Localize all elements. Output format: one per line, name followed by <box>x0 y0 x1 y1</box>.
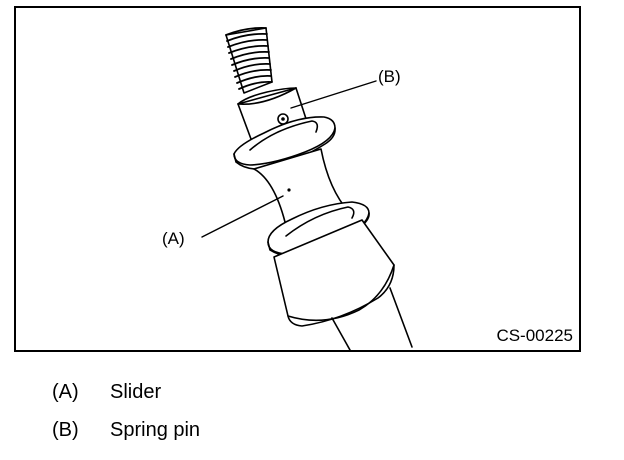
leader-line-b <box>290 80 377 109</box>
threaded-stud <box>225 26 273 94</box>
leader-line-a <box>201 195 284 238</box>
legend-row: (B) Spring pin <box>52 420 200 458</box>
boot <box>273 219 413 350</box>
legend: (A) Slider (B) Spring pin <box>52 382 200 458</box>
callout-label-b: (B) <box>378 67 401 86</box>
legend-key: (A) <box>52 381 79 403</box>
figure-frame: (B) (A) CS-00225 <box>14 6 581 352</box>
slider-illustration <box>201 26 413 350</box>
legend-text: Spring pin <box>110 419 201 441</box>
legend-row: (A) Slider <box>52 382 200 420</box>
legend-key: (B) <box>52 419 79 441</box>
figure-code: CS-00225 <box>496 326 573 345</box>
callout-label-a: (A) <box>162 229 185 248</box>
legend-text: Slider <box>110 381 162 403</box>
